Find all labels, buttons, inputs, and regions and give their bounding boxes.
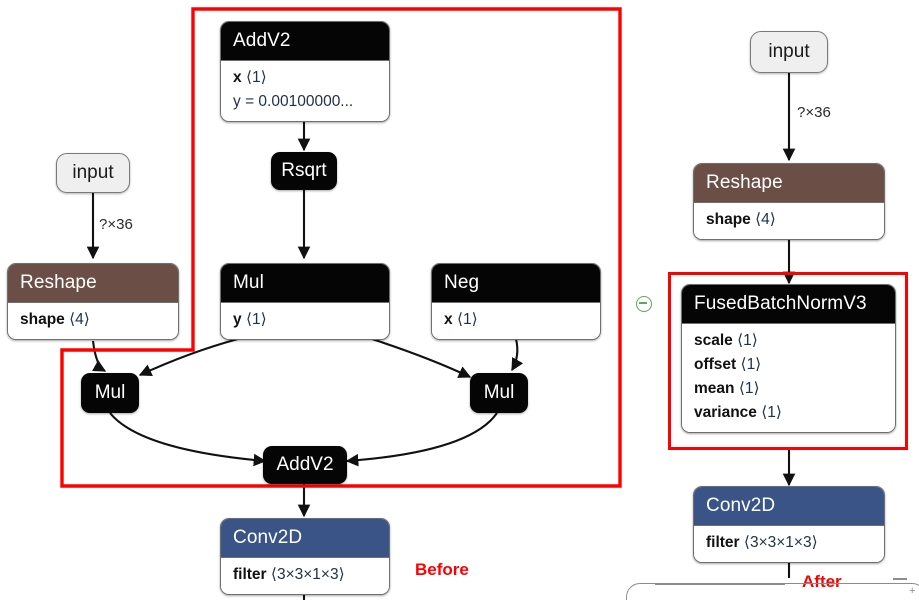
attr-name: filter <box>233 566 267 583</box>
attr-value: = 0.00100000... <box>245 93 354 111</box>
node-attrs: y ⟨1⟩ <box>221 302 389 340</box>
node-header: Neg <box>432 264 600 302</box>
node-rsqrt-before[interactable]: Rsqrt <box>271 152 337 190</box>
node-mul-right-before[interactable]: Mul <box>470 373 528 413</box>
attr-name: y <box>233 311 242 328</box>
attr-name: x <box>444 311 453 328</box>
node-input-before[interactable]: input <box>56 153 130 193</box>
node-label: Mul <box>94 382 126 403</box>
node-attrs: shape ⟨4⟩ <box>8 302 178 340</box>
node-reshape-after[interactable]: Reshape shape ⟨4⟩ <box>693 163 885 241</box>
attr-value: ⟨1⟩ <box>737 332 758 349</box>
attr-y: y ⟨1⟩ <box>233 308 377 332</box>
attr-value: ⟨1⟩ <box>738 380 760 398</box>
attr-offset: offset ⟨1⟩ <box>694 353 883 377</box>
edge-label-input-reshape-after: ?×36 <box>797 104 831 121</box>
attr-value: ⟨4⟩ <box>69 311 90 328</box>
attr-name: y <box>233 93 241 111</box>
attr-value: ⟨3×3×1×3⟩ <box>743 534 818 551</box>
attr-name: variance <box>694 404 757 422</box>
attr-value: ⟨1⟩ <box>740 356 762 374</box>
node-header: Reshape <box>8 264 178 302</box>
edge-label-input-reshape-before: ?×36 <box>99 216 133 233</box>
node-header: FusedBatchNormV3 <box>682 285 895 323</box>
minus-circle-icon[interactable] <box>636 296 652 312</box>
node-attrs: x ⟨1⟩ y = 0.00100000... <box>221 60 389 122</box>
attr-shape: shape ⟨4⟩ <box>20 308 166 332</box>
node-addv2-top-before[interactable]: AddV2 x ⟨1⟩ y = 0.00100000... <box>220 21 390 123</box>
node-label: input <box>768 41 810 62</box>
attr-filter: filter ⟨3×3×1×3⟩ <box>233 563 377 587</box>
attr-name: filter <box>706 534 740 551</box>
attr-value: ⟨3×3×1×3⟩ <box>270 566 345 583</box>
attr-y: y = 0.00100000... <box>233 90 377 114</box>
group-container-partial[interactable] <box>626 583 919 600</box>
attr-variance: variance ⟨1⟩ <box>694 401 883 425</box>
attr-name: shape <box>20 311 65 328</box>
node-mul-left-before[interactable]: Mul <box>81 373 139 413</box>
node-neg-before[interactable]: Neg x ⟨1⟩ <box>431 263 601 341</box>
caption-before: Before <box>415 560 469 579</box>
attr-name: scale <box>694 332 733 349</box>
attr-value: ⟨1⟩ <box>456 311 478 328</box>
attr-value: ⟨1⟩ <box>761 404 782 422</box>
node-header: Conv2D <box>694 487 884 525</box>
node-mul-mid-before[interactable]: Mul y ⟨1⟩ <box>220 263 390 341</box>
attr-value: ⟨1⟩ <box>245 69 267 86</box>
node-input-after[interactable]: input <box>750 31 828 73</box>
node-label: Mul <box>483 382 515 403</box>
group-collapse-dash <box>893 578 907 580</box>
attr-x: x ⟨1⟩ <box>444 308 588 332</box>
attr-name: mean <box>694 380 735 398</box>
node-header: Mul <box>221 264 389 302</box>
attr-value: ⟨4⟩ <box>755 211 776 228</box>
group-container-edge <box>655 583 785 585</box>
attr-x: x ⟨1⟩ <box>233 66 377 90</box>
attr-value: ⟨1⟩ <box>245 311 267 328</box>
node-label: input <box>72 162 114 183</box>
attr-name: offset <box>694 356 737 374</box>
node-attrs: shape ⟨4⟩ <box>694 202 884 240</box>
node-attrs: filter ⟨3×3×1×3⟩ <box>694 525 884 563</box>
node-header: AddV2 <box>221 22 389 60</box>
node-attrs: x ⟨1⟩ <box>432 302 600 340</box>
node-addv2-bottom-before[interactable]: AddV2 <box>263 446 347 484</box>
node-header: Conv2D <box>221 519 389 557</box>
attr-name: shape <box>706 211 751 228</box>
node-attrs: scale ⟨1⟩ offset ⟨1⟩ mean ⟨1⟩ variance ⟨… <box>682 323 895 433</box>
node-label: AddV2 <box>276 454 334 475</box>
node-conv2d-before[interactable]: Conv2D filter ⟨3×3×1×3⟩ <box>220 518 390 596</box>
attr-filter: filter ⟨3×3×1×3⟩ <box>706 531 872 555</box>
node-header: Reshape <box>694 164 884 202</box>
node-conv2d-after[interactable]: Conv2D filter ⟨3×3×1×3⟩ <box>693 486 885 564</box>
attr-mean: mean ⟨1⟩ <box>694 377 883 401</box>
node-fusedbatchnormv3-after[interactable]: FusedBatchNormV3 scale ⟨1⟩ offset ⟨1⟩ me… <box>681 284 896 434</box>
node-attrs: filter ⟨3×3×1×3⟩ <box>221 557 389 595</box>
node-reshape-before[interactable]: Reshape shape ⟨4⟩ <box>7 263 179 341</box>
plus-icon[interactable]: + <box>909 585 916 597</box>
attr-name: x <box>233 69 242 86</box>
attr-scale: scale ⟨1⟩ <box>694 329 883 353</box>
attr-shape: shape ⟨4⟩ <box>706 208 872 232</box>
node-label: Rsqrt <box>281 160 327 181</box>
caption-after: After <box>802 572 842 591</box>
